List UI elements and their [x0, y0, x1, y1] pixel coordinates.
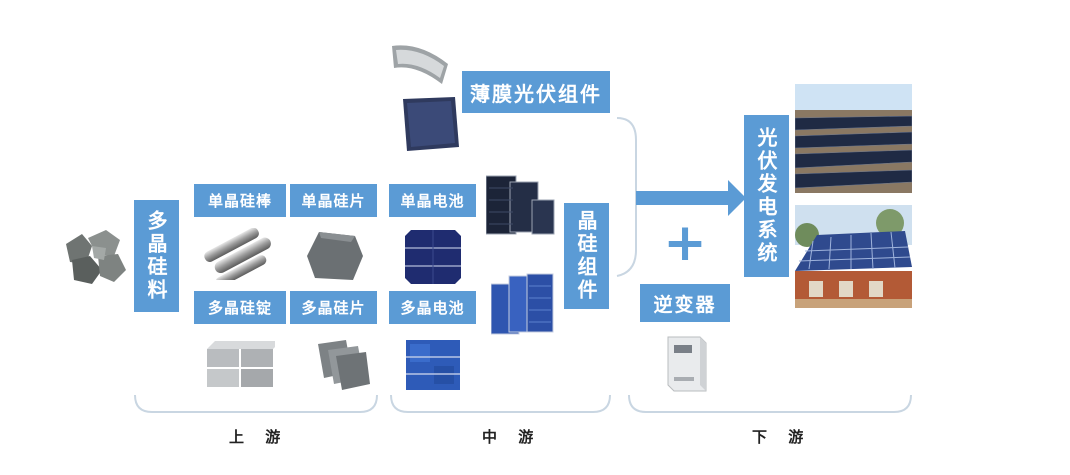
poly-ingot-box: 多晶硅锭: [194, 291, 286, 324]
mono-wafer-image: [307, 232, 363, 280]
pv-system-box: 光伏发电系统: [744, 115, 789, 277]
thin-film-module-box: 薄膜光伏组件: [462, 71, 610, 113]
main-arrow-head: [728, 180, 746, 216]
crystalline-module-box: 晶硅组件: [564, 203, 609, 309]
stage-label-midstream: 中 游: [482, 428, 542, 446]
mono-cell-box: 单晶电池: [389, 184, 476, 217]
midstream-bracket: [390, 394, 611, 413]
polysilicon-box: 多晶硅料: [134, 200, 179, 312]
poly-wafer-box: 多晶硅片: [290, 291, 377, 324]
poly-cell-image: [406, 340, 460, 390]
silicon-rocks-image: [66, 230, 126, 284]
solar-farm-image: [795, 84, 912, 193]
thin-film-flexible-image: [392, 45, 448, 84]
mono-rod-box: 单晶硅棒: [194, 184, 286, 217]
poly-module-image: [491, 273, 554, 335]
poly-ingot-image: [207, 341, 275, 387]
rooftop-solar-image: [795, 205, 912, 308]
stage-label-upstream: 上 游: [229, 428, 289, 446]
inverter-image: [667, 336, 707, 392]
mono-wafer-box: 单晶硅片: [290, 184, 377, 217]
upstream-bracket: [134, 394, 378, 413]
poly-wafer-image: [318, 340, 370, 390]
main-arrow-shaft: [636, 191, 728, 205]
stage-label-downstream: 下 游: [752, 428, 812, 446]
downstream-bracket: [628, 394, 912, 413]
thin-film-connector: [616, 117, 637, 277]
inverter-box: 逆变器: [640, 284, 730, 322]
mono-rod-image: [204, 228, 271, 280]
poly-cell-box: 多晶电池: [389, 291, 476, 324]
thin-film-panel-image: [403, 97, 459, 151]
mono-cell-image: [405, 230, 461, 284]
plus-sign: +: [663, 213, 707, 273]
mono-module-image: [486, 175, 555, 235]
